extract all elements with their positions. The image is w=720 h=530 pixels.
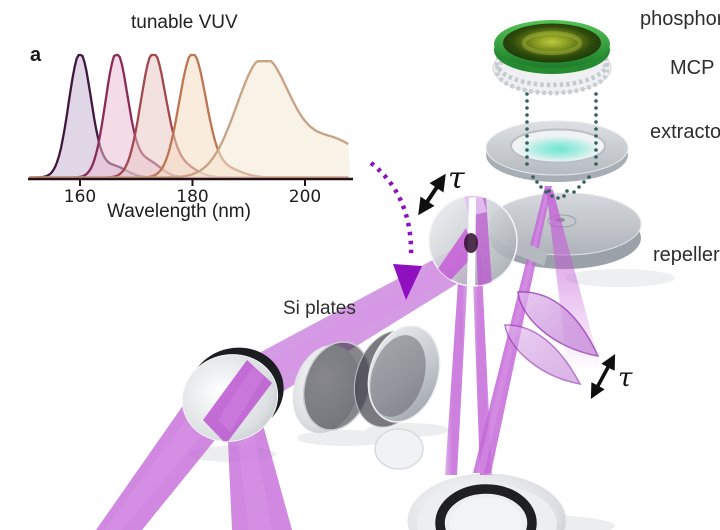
tau-delay-top-label: τ bbox=[448, 161, 465, 196]
extractor-electrode bbox=[485, 120, 629, 182]
electron-dot bbox=[539, 185, 543, 189]
electron-dot bbox=[525, 92, 529, 96]
tau-delay-bottom-label: τ bbox=[618, 363, 633, 393]
electron-dot bbox=[587, 175, 591, 179]
electron-glow bbox=[519, 136, 599, 162]
electron-dot bbox=[594, 120, 598, 124]
electron-dot bbox=[525, 155, 529, 159]
electron-dot bbox=[594, 141, 598, 145]
vuv-spectra-chart: 160 180 200 bbox=[28, 53, 353, 207]
x-tick-label: 200 bbox=[289, 187, 321, 207]
spectrum-curve bbox=[29, 60, 349, 179]
electron-dot bbox=[525, 162, 529, 166]
si-plate-left bbox=[292, 341, 372, 434]
panel-label-a: a bbox=[30, 44, 42, 66]
electron-dot bbox=[565, 189, 569, 193]
probe-beam-diverging bbox=[546, 188, 600, 372]
spectrum-area bbox=[29, 61, 351, 180]
spectrum-area bbox=[29, 55, 351, 179]
electron-dot bbox=[550, 194, 554, 198]
electron-dot bbox=[594, 134, 598, 138]
electron-dot bbox=[531, 175, 535, 179]
optic-black-ring bbox=[435, 484, 537, 530]
si-plates-label: Si plates bbox=[283, 298, 356, 319]
electron-dot bbox=[525, 113, 529, 117]
pulse-envelope-pair bbox=[504, 291, 600, 386]
si-plate-right bbox=[353, 325, 441, 428]
x-tick-label: 160 bbox=[64, 187, 96, 207]
focusing-optic bbox=[374, 428, 567, 530]
electron-dot bbox=[525, 99, 529, 103]
repeller-label: repeller bbox=[653, 244, 720, 266]
electron-dot bbox=[594, 148, 598, 152]
electron-dot bbox=[594, 106, 598, 110]
phosphor-screen bbox=[494, 20, 610, 74]
electron-dot bbox=[594, 127, 598, 131]
split-delay-mirror bbox=[428, 195, 548, 287]
electron-dot bbox=[525, 127, 529, 131]
electron-dot bbox=[594, 113, 598, 117]
vuv-guide-arrow-icon bbox=[369, 161, 422, 300]
mcp-label: MCP bbox=[670, 57, 715, 79]
electron-dot bbox=[572, 190, 576, 194]
chart-x-axis-label: Wavelength (nm) bbox=[107, 201, 251, 222]
steering-mirror bbox=[181, 347, 284, 444]
electron-dot bbox=[577, 185, 581, 189]
chart-title: tunable VUV bbox=[131, 12, 238, 33]
electron-dot bbox=[525, 120, 529, 124]
phosphor-label: phosphor bbox=[640, 8, 720, 30]
mirror-center-hole bbox=[464, 233, 478, 253]
electron-dot bbox=[594, 92, 598, 96]
electron-dot bbox=[544, 190, 548, 194]
electron-dot bbox=[525, 106, 529, 110]
electron-trajectory-dots bbox=[525, 92, 598, 200]
electron-dot bbox=[594, 99, 598, 103]
electron-dot bbox=[582, 180, 586, 184]
electron-dot bbox=[525, 148, 529, 152]
spectrum-area bbox=[29, 55, 351, 179]
delay-arrow-bottom-icon bbox=[590, 354, 616, 399]
electron-dot bbox=[556, 196, 560, 200]
delay-arrow-top-icon bbox=[418, 173, 446, 216]
electron-dot bbox=[562, 194, 566, 198]
electron-dot bbox=[547, 189, 551, 193]
electron-dot bbox=[525, 141, 529, 145]
electron-dot bbox=[594, 155, 598, 159]
electron-dot bbox=[594, 162, 598, 166]
x-tick-label: 180 bbox=[176, 187, 208, 207]
electron-dot bbox=[525, 134, 529, 138]
electron-dot bbox=[535, 180, 539, 184]
